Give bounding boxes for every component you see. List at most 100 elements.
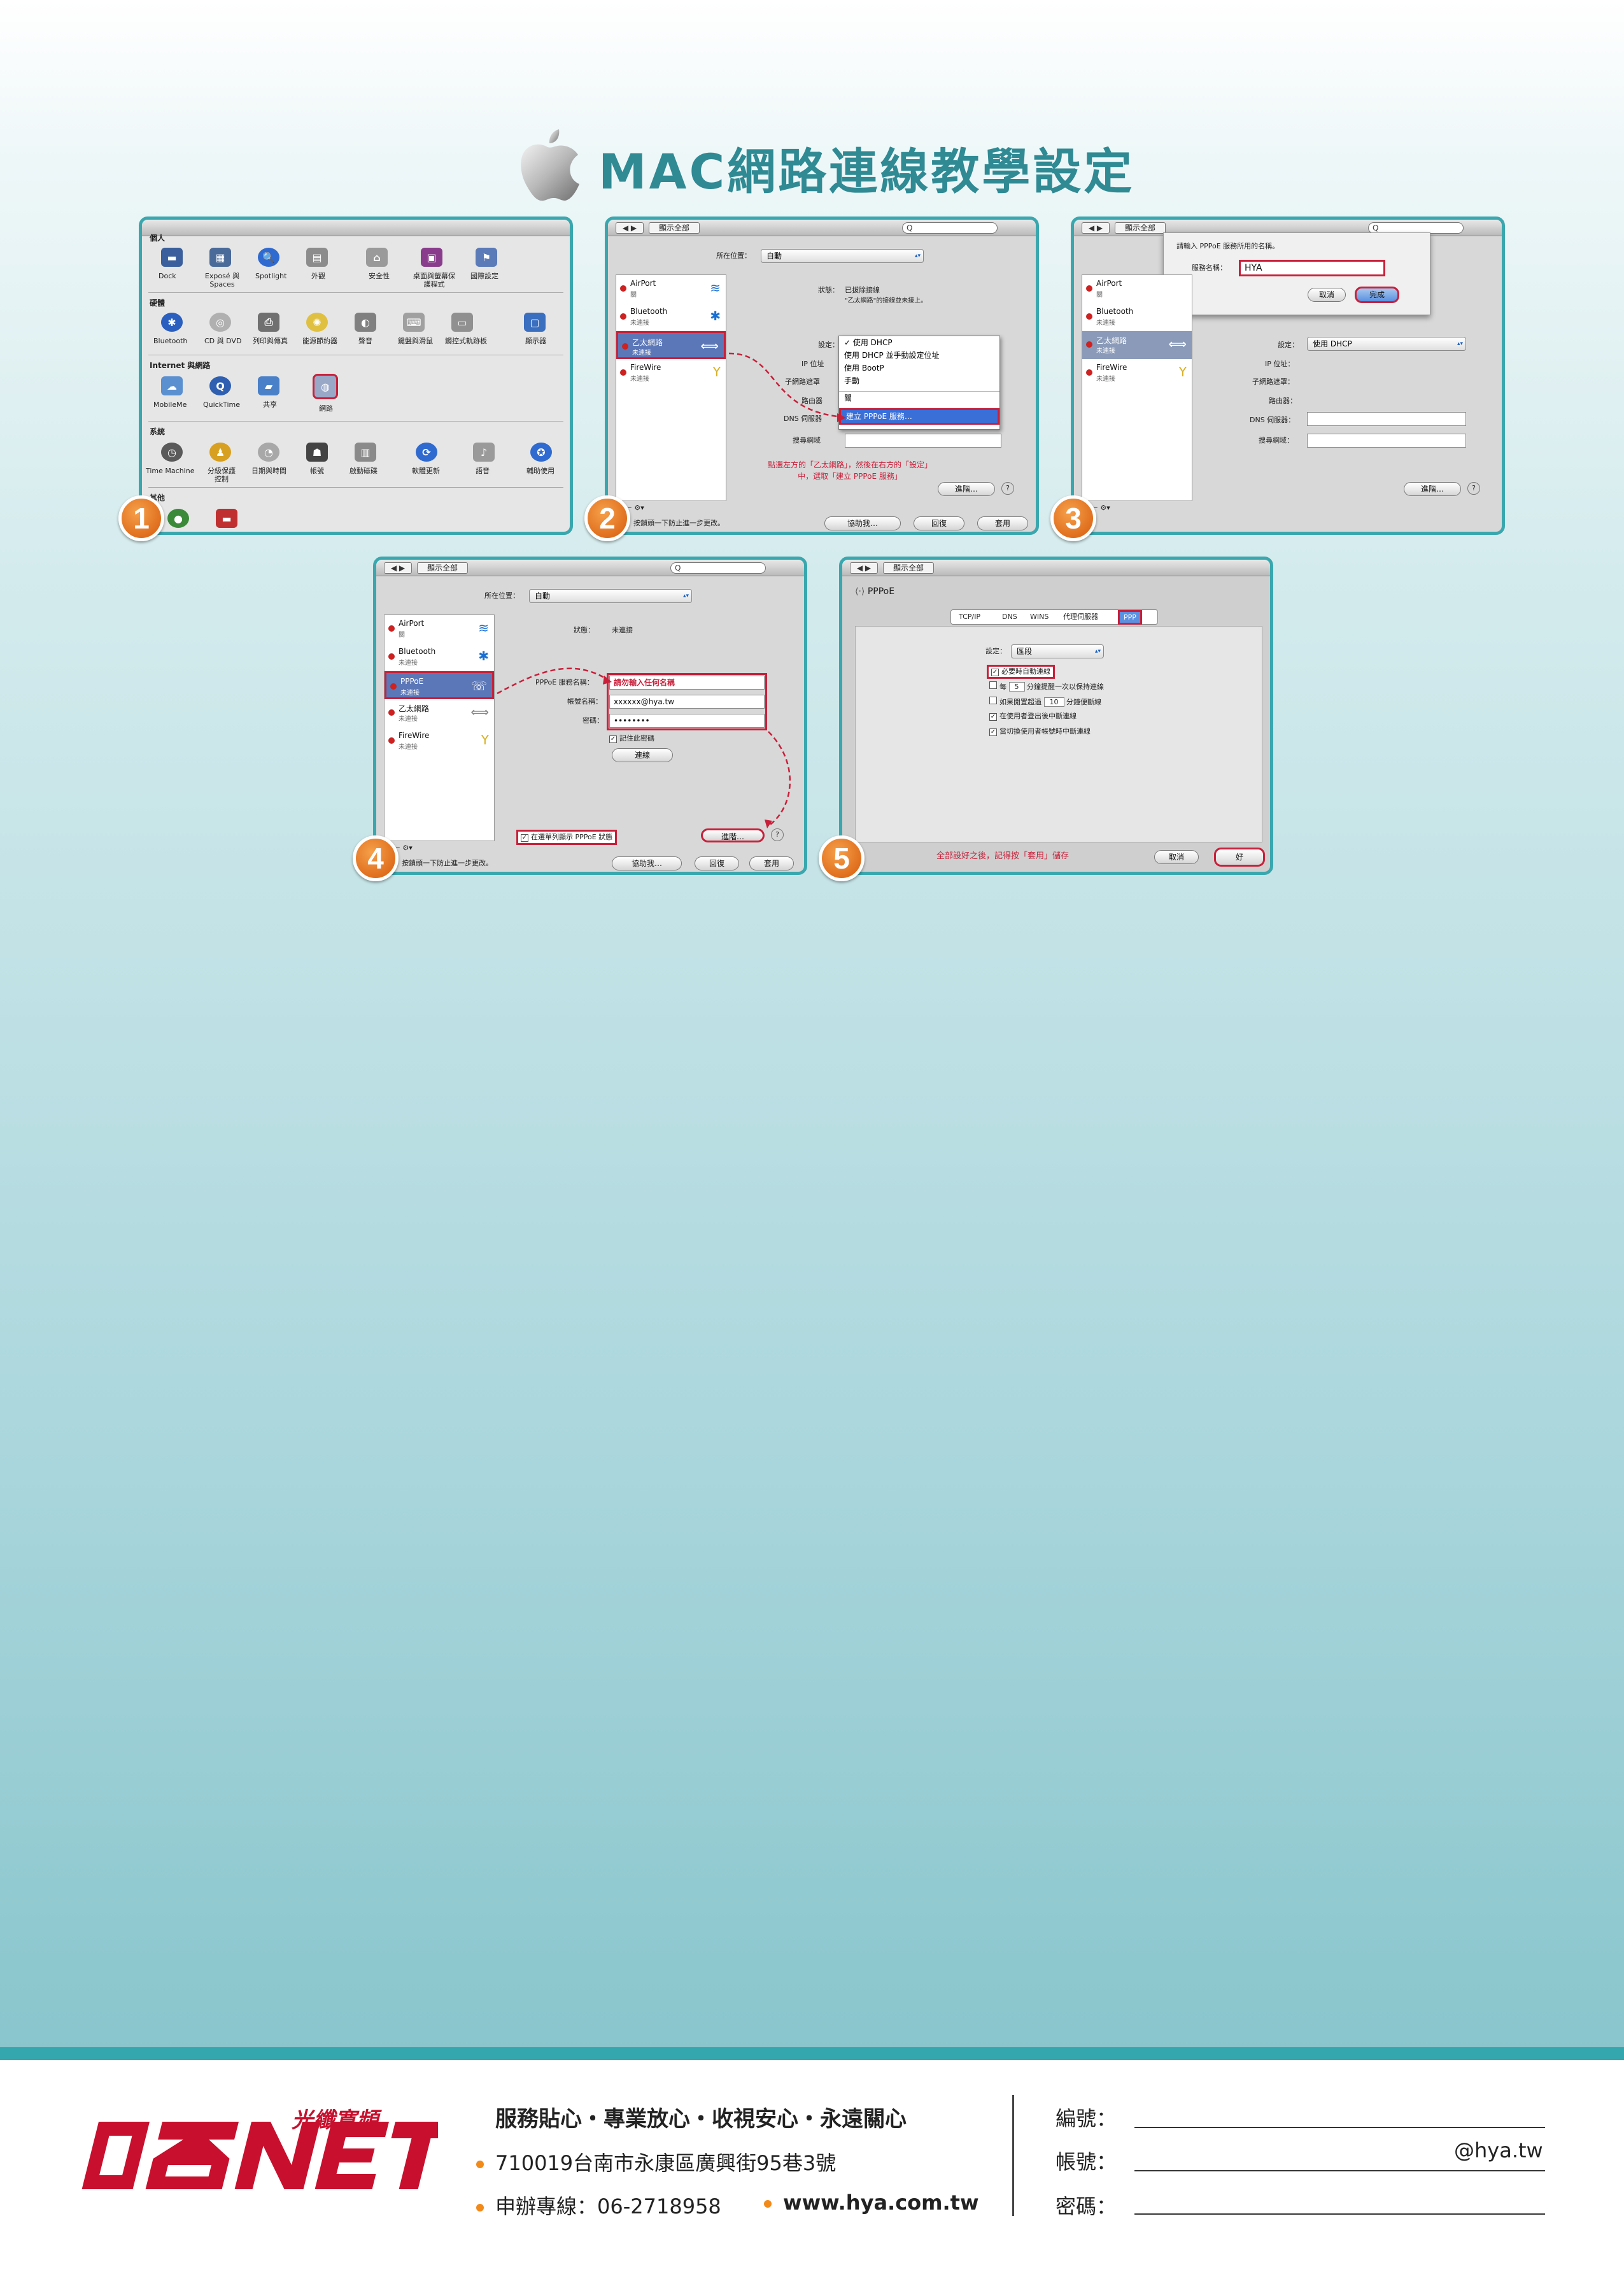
back-forward-button[interactable]: ◀ ▶ [384, 562, 412, 574]
trackpad-icon[interactable]: ▭ [451, 313, 473, 332]
ok-button[interactable]: 好 [1214, 848, 1265, 867]
search-field[interactable]: Q [670, 562, 766, 574]
help-icon[interactable]: ? [771, 828, 784, 841]
service-item[interactable]: 乙太網路未連接⟺ [1082, 331, 1192, 359]
back-forward-button[interactable]: ◀ ▶ [850, 562, 878, 574]
parental-controls-icon[interactable]: ♟ [209, 443, 231, 462]
sharing-icon[interactable]: ▰ [258, 376, 279, 395]
search-domain-field[interactable] [1307, 434, 1466, 448]
help-icon[interactable]: ? [1467, 482, 1480, 495]
time-machine-icon[interactable]: ◷ [161, 443, 183, 462]
tab-proxy[interactable]: 代理伺服器 [1063, 613, 1098, 621]
tab-ppp[interactable]: PPP [1118, 610, 1142, 625]
universal-access-icon[interactable]: ✪ [530, 443, 552, 462]
menu-item[interactable]: 手動 [844, 376, 860, 385]
other-pref-icon[interactable]: ● [167, 509, 189, 528]
remember-password-checkbox[interactable]: ✓記住此密碼 [609, 734, 654, 743]
network-icon[interactable]: ◍ [313, 374, 338, 399]
security-icon[interactable]: ⌂ [366, 248, 388, 267]
assist-button[interactable]: 協助我… [824, 516, 901, 530]
accounts-icon[interactable]: ☗ [306, 443, 328, 462]
cd-dvd-icon[interactable]: ◎ [209, 313, 231, 332]
menu-item[interactable]: 使用 BootP [844, 364, 884, 373]
connect-button[interactable]: 連線 [612, 748, 673, 762]
done-button[interactable]: 完成 [1355, 287, 1399, 303]
dock-icon[interactable]: ▬ [161, 248, 183, 267]
speech-icon[interactable]: ♪ [473, 443, 495, 462]
international-icon[interactable]: ⚑ [476, 248, 497, 267]
form-number-line[interactable] [1134, 2127, 1545, 2128]
apply-button[interactable]: 套用 [977, 516, 1028, 530]
config-select[interactable]: 區段 [1011, 644, 1104, 658]
password-field[interactable]: •••••••• [609, 714, 765, 728]
display-icon[interactable]: ▢ [524, 313, 546, 332]
menu-item[interactable]: 使用 DHCP 並手動設定位址 [844, 351, 940, 360]
account-field[interactable]: xxxxxx@hya.tw [609, 695, 765, 709]
show-all-button[interactable]: 顯示全部 [417, 562, 468, 574]
software-update-icon[interactable]: ⟳ [416, 443, 437, 462]
location-select[interactable]: 自動 [529, 589, 692, 603]
tab-dns[interactable]: DNS [1002, 613, 1017, 621]
website[interactable]: www.hya.com.tw [764, 2190, 979, 2215]
search-domain-field[interactable] [845, 434, 1001, 448]
desktop-icon[interactable]: ▣ [421, 248, 442, 267]
apply-button[interactable]: 套用 [749, 856, 794, 870]
expose-icon[interactable]: ▦ [209, 248, 231, 267]
sound-icon[interactable]: ◐ [355, 313, 376, 332]
appearance-icon[interactable]: ▤ [306, 248, 328, 267]
back-forward-button[interactable]: ◀ ▶ [1082, 222, 1110, 234]
energy-saver-icon[interactable]: ✺ [306, 313, 328, 332]
back-forward-button[interactable]: ◀ ▶ [616, 222, 644, 234]
dns-field[interactable] [1307, 412, 1466, 426]
cancel-button[interactable]: 取消 [1154, 850, 1199, 864]
menu-item[interactable]: ✓ 使用 DHCP [844, 338, 893, 347]
date-time-icon[interactable]: ◔ [258, 443, 279, 462]
form-account-line[interactable] [1134, 2170, 1545, 2171]
other-pref-icon[interactable]: ▬ [216, 509, 237, 528]
search-field[interactable]: Q [902, 222, 998, 234]
revert-button[interactable]: 回復 [914, 516, 964, 530]
show-status-checkbox[interactable]: ✓在選單列顯示 PPPoE 狀態 [516, 830, 618, 845]
keyboard-mouse-icon[interactable]: ⌨ [403, 313, 425, 332]
mobileme-icon[interactable]: ☁ [161, 376, 183, 395]
tab-tcpip[interactable]: TCP/IP [959, 613, 980, 621]
location-select[interactable]: 自動 [761, 249, 924, 263]
idle-minutes-field[interactable]: 10 [1043, 697, 1064, 707]
logout-disconnect-checkbox[interactable]: ✓在使用者登出後中斷連線 [989, 712, 1077, 721]
service-item[interactable]: 乙太網路未連接⟺ [385, 699, 494, 727]
form-password-line[interactable] [1134, 2213, 1545, 2215]
bluetooth-icon[interactable]: ✱ [161, 313, 183, 332]
revert-button[interactable]: 回復 [695, 856, 739, 870]
quicktime-icon[interactable]: Q [209, 376, 231, 395]
switch-user-disconnect-checkbox[interactable]: ✓當切換使用者帳號時中斷連線 [989, 727, 1091, 736]
show-all-button[interactable]: 顯示全部 [883, 562, 934, 574]
show-all-button[interactable]: 顯示全部 [1115, 222, 1166, 234]
advanced-button[interactable]: 進階… [701, 828, 765, 842]
minutes-field[interactable]: 5 [1008, 682, 1025, 692]
service-name-field[interactable]: HYA [1239, 260, 1385, 276]
service-item-ethernet[interactable]: 乙太網路未連接⟺ [616, 331, 726, 359]
spotlight-icon[interactable]: 🔍 [258, 248, 279, 267]
config-select[interactable]: 使用 DHCP [1307, 337, 1466, 351]
tab-wins[interactable]: WINS [1030, 613, 1049, 621]
help-icon[interactable]: ? [1001, 482, 1014, 495]
printer-icon[interactable]: ⎙ [258, 313, 279, 332]
advanced-button[interactable]: 進階… [1404, 482, 1461, 496]
idle-disconnect-checkbox[interactable]: 如果閒置超過 10 分鐘便斷線 [989, 697, 1101, 707]
startup-disk-icon[interactable]: ▥ [355, 443, 376, 462]
advanced-button[interactable]: 進階… [938, 482, 995, 496]
show-all-button[interactable]: 顯示全部 [649, 222, 700, 234]
menu-item[interactable]: 關 [839, 391, 999, 404]
